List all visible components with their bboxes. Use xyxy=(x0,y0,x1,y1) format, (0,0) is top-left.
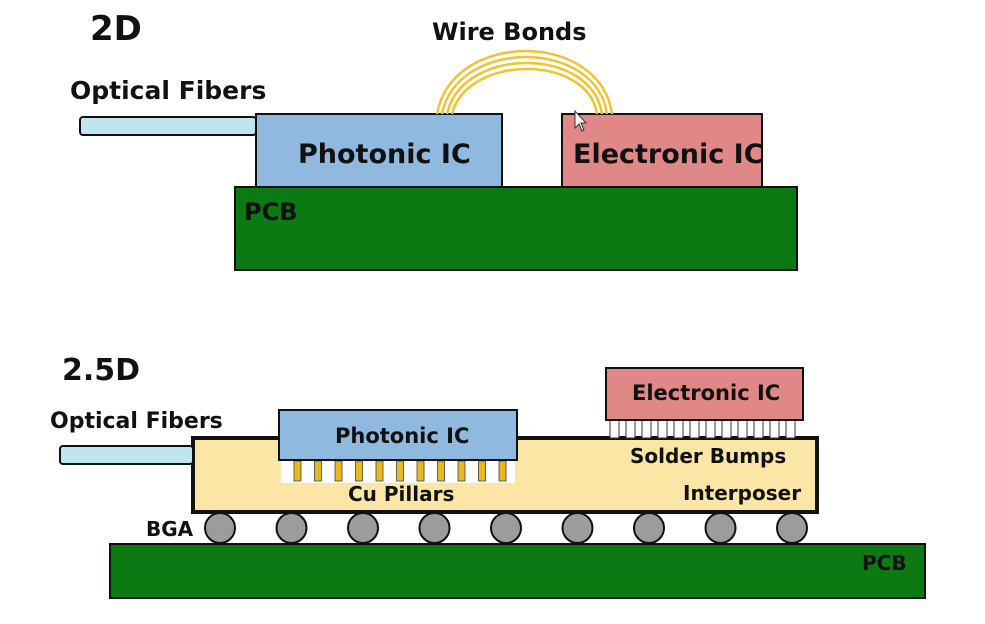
cu-pillar xyxy=(457,460,466,482)
cu-pillars-label: Cu Pillars xyxy=(348,482,454,506)
solder-bump xyxy=(641,419,652,439)
photonic-ic-2d xyxy=(255,113,503,188)
bga-row xyxy=(204,512,808,544)
electronic-ic-2d xyxy=(561,113,763,188)
solder-bump xyxy=(705,419,716,439)
wire-bonds-label: Wire Bonds xyxy=(432,18,587,46)
cu-pillar xyxy=(293,460,302,482)
solder-bump xyxy=(625,419,636,439)
photonic-ic-label-2d: Photonic IC xyxy=(298,139,471,170)
solder-bump xyxy=(737,419,748,439)
bga-ball xyxy=(633,512,665,544)
bga-ball xyxy=(275,512,308,544)
wire-bond xyxy=(450,67,599,115)
bga-ball xyxy=(490,512,522,544)
diagram-2d: 2D Wire Bonds Optical Fibers PCB Photoni… xyxy=(70,9,798,271)
title-2d: 2D xyxy=(90,9,142,49)
cu-pillar xyxy=(375,460,384,482)
solder-bump xyxy=(769,419,780,439)
photonic-ic-label-25d: Photonic IC xyxy=(335,424,469,448)
bga-ball xyxy=(347,512,379,544)
interposer-label: Interposer xyxy=(683,481,801,505)
bga-label: BGA xyxy=(146,517,194,541)
pcb-label-25d: PCB xyxy=(862,551,907,575)
cu-pillar xyxy=(437,460,445,482)
optical-fibers-label-2d: Optical Fibers xyxy=(70,76,266,105)
solder-bump xyxy=(689,419,700,439)
bga-ball xyxy=(418,512,451,544)
bga-ball xyxy=(704,512,737,544)
solder-bump xyxy=(753,419,764,439)
cu-pillar xyxy=(416,460,425,482)
cu-pillar xyxy=(396,460,404,482)
wire-bond xyxy=(435,49,614,115)
pcb-25d xyxy=(109,543,926,599)
solder-bump xyxy=(657,419,668,439)
diagram-25d: 2.5D Optical Fibers PCB BGA Photonic IC … xyxy=(50,353,926,599)
pcb-2d xyxy=(234,186,798,271)
wire-bonds xyxy=(435,49,614,115)
title-25d: 2.5D xyxy=(62,353,140,388)
bga-ball xyxy=(561,512,594,544)
solder-bump xyxy=(721,419,732,439)
bga-ball xyxy=(776,512,808,544)
solder-bump xyxy=(609,419,620,439)
solder-bump xyxy=(785,419,796,439)
cu-pillar-row xyxy=(293,460,507,482)
solder-bump xyxy=(673,419,684,439)
wire-bond xyxy=(440,55,609,115)
electronic-ic-label-25d: Electronic IC xyxy=(632,381,780,405)
optical-fiber-25d xyxy=(59,445,194,465)
photonic-ic-25d xyxy=(278,409,518,461)
optical-fiber-2d xyxy=(79,116,257,136)
electronic-ic-label-2d: Electronic IC xyxy=(573,139,764,170)
cu-pillar xyxy=(478,460,486,482)
electronic-ic-25d xyxy=(605,367,804,421)
cu-pillar xyxy=(314,460,322,482)
wire-bond xyxy=(445,61,604,115)
cursor-arrow-icon xyxy=(574,109,588,132)
bga-ball xyxy=(204,512,236,544)
optical-fibers-label-25d: Optical Fibers xyxy=(50,409,223,434)
cu-pillar xyxy=(498,460,507,482)
cu-pillar xyxy=(334,460,343,482)
cu-pillar xyxy=(355,460,363,482)
solder-bumps-label: Solder Bumps xyxy=(630,444,786,468)
pcb-label-2d: PCB xyxy=(244,198,298,226)
solder-bump-row xyxy=(609,419,796,439)
